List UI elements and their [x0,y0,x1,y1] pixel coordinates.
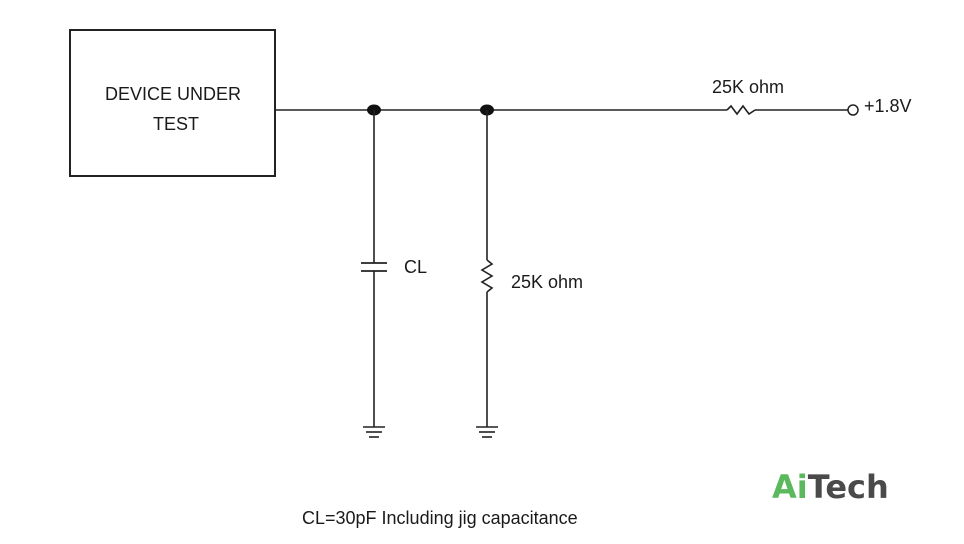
shunt-resistor-label: 25K ohm [511,272,583,292]
series-resistor-label: 25K ohm [712,77,784,97]
shunt-resistor-symbol [480,259,494,293]
logo-part-tech: Tech [808,468,889,506]
series-resistor-symbol [726,104,756,116]
dut-label-line1: DEVICE UNDER [105,84,241,104]
ground-icon-resistor [476,426,498,438]
dut-label-line2: TEST [153,114,199,134]
supply-label: +1.8V [864,96,912,116]
aitech-logo: AiTech [772,468,889,506]
dut-box [69,29,276,177]
ground-icon-cap [363,426,385,438]
caption: CL=30pF Including jig capacitance [302,508,578,528]
capacitor-label: CL [404,257,427,277]
supply-terminal [847,104,859,116]
logo-part-ai: Ai [772,468,808,506]
